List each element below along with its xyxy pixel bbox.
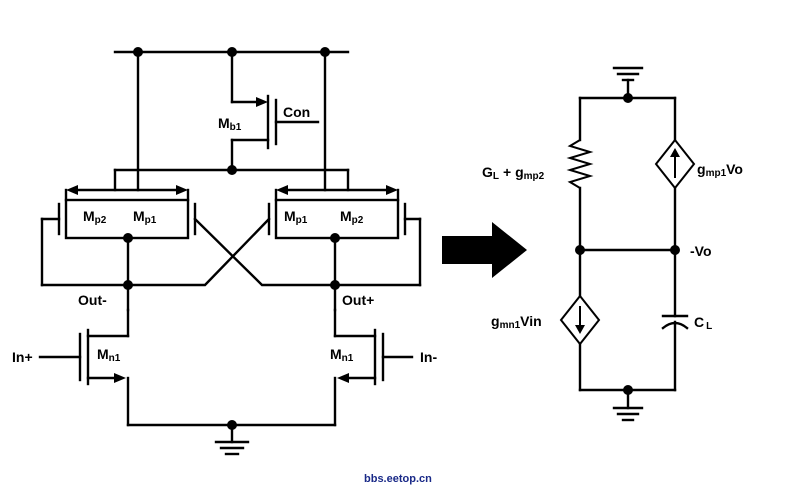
- ground-icon: [214, 423, 250, 456]
- in-plus-label: In+: [12, 349, 33, 365]
- left-circuit: Con Mb1 Mp2 Mp1: [12, 47, 437, 456]
- mp2-left-label: Mp2: [83, 208, 107, 226]
- mn1-left-label: Mn1: [97, 346, 121, 364]
- transistor-mn1-left: [38, 308, 130, 427]
- con-label: Con: [283, 104, 310, 120]
- vo-node-label: -Vo: [690, 243, 712, 259]
- mp2-right-label: Mp2: [340, 208, 364, 226]
- watermark-text: bbs.eetop.cn: [364, 473, 432, 485]
- resistor-icon: [566, 139, 594, 189]
- dependent-current-source-icon: [559, 294, 601, 346]
- cross-wire: [193, 217, 337, 287]
- in-minus-label: In-: [420, 349, 437, 365]
- mb1-label: Mb1: [218, 115, 242, 133]
- gmn1-vin-label: gmn1Vin: [491, 313, 542, 331]
- small-signal-model: GL+ gmp2 gmp1Vo -Vo gmn1Vin C: [482, 66, 743, 422]
- mn1-right-label: Mn1: [330, 346, 354, 364]
- transformation-arrow-icon: [442, 222, 527, 278]
- mp1-left-label: Mp1: [133, 208, 157, 226]
- gl-gmp2-label: GL+ gmp2: [482, 164, 545, 182]
- gmp1-vo-label: gmp1Vo: [697, 161, 743, 179]
- transistor-pair-left: [40, 185, 197, 312]
- out-plus-label: Out+: [342, 292, 374, 308]
- dependent-current-source-icon: [654, 138, 696, 190]
- transistor-mn1-right: [333, 308, 414, 427]
- out-minus-label: Out-: [78, 292, 107, 308]
- mp1-right-label: Mp1: [284, 208, 308, 226]
- cross-wire: [126, 217, 271, 287]
- transistor-mb1: [227, 50, 320, 175]
- ground-icon: [612, 388, 644, 422]
